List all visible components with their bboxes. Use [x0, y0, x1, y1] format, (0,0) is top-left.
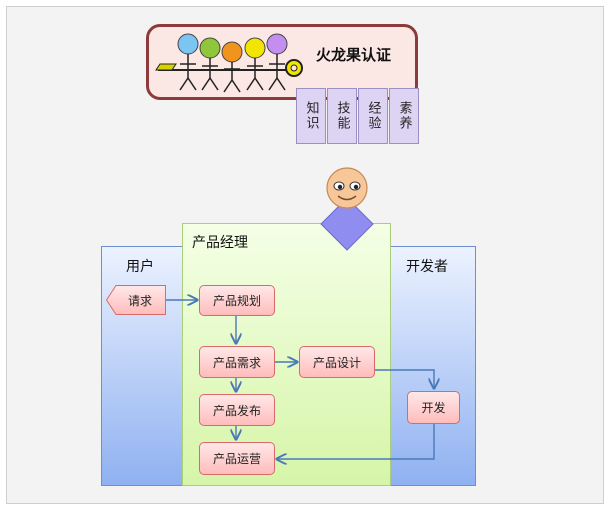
- quality-skill: 技能: [327, 88, 357, 144]
- stick-figure-1: [177, 33, 199, 91]
- node-product-design: 产品设计: [299, 346, 375, 378]
- node-product-requirements: 产品需求: [199, 346, 275, 378]
- lane-user-title: 用户: [126, 259, 154, 275]
- arrow-design-to-development: [375, 369, 434, 388]
- quality-experience: 经验: [358, 88, 388, 144]
- lane-developer-title: 开发者: [406, 259, 448, 275]
- certification-title: 火龙果认证: [316, 46, 392, 64]
- request-node-label: 请求: [127, 293, 152, 308]
- stick-figure-5: [266, 33, 288, 91]
- arrow-development-to-operation: [277, 424, 435, 459]
- node-product-planning: 产品规划: [199, 285, 275, 316]
- lane-product-manager-title: 产品经理: [192, 235, 248, 251]
- stick-figure-4: [244, 37, 266, 91]
- node-product-release: 产品发布: [199, 394, 275, 426]
- qualities-row: 知识 技能 经验 素养: [296, 88, 420, 144]
- quality-knowledge: 知识: [296, 88, 326, 144]
- quality-literacy: 素养: [389, 88, 419, 144]
- node-development: 开发: [407, 391, 460, 424]
- stick-figure-2: [199, 37, 221, 91]
- request-node-shape: [106, 285, 166, 315]
- stick-figure-3: [221, 41, 243, 93]
- node-product-operation: 产品运营: [199, 442, 275, 475]
